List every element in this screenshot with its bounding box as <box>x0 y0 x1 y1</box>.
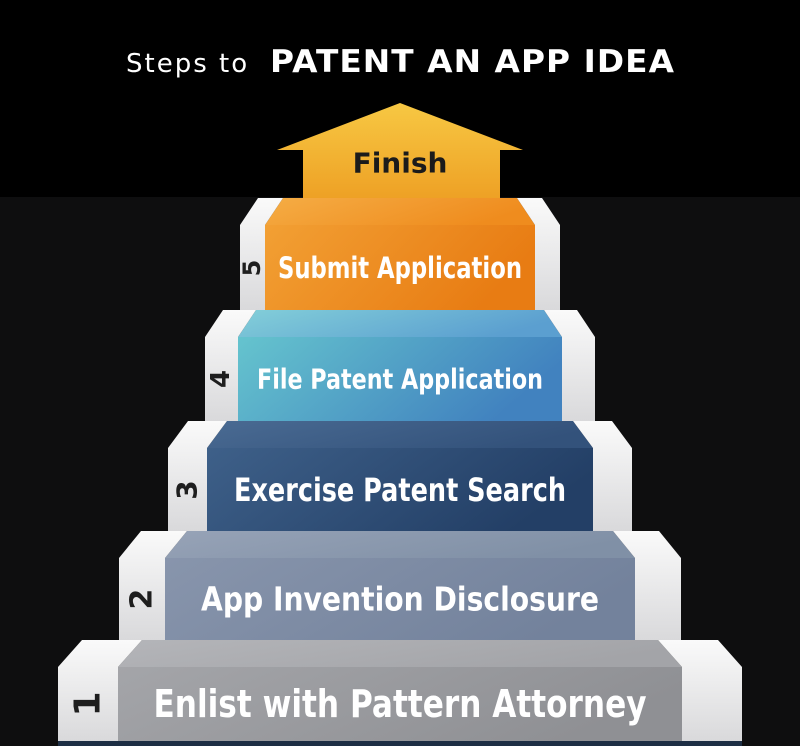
step-2-face <box>165 558 635 640</box>
step-4-tread <box>238 310 562 337</box>
step-2: 2 App Invention Disclosure <box>119 531 681 640</box>
step-1-right-panel <box>658 640 742 741</box>
step-4-right-panel <box>544 310 595 421</box>
step-2-right-panel <box>613 531 681 640</box>
finish-arrow: Finish <box>277 103 523 198</box>
step-3: 3 Exercise Patent Search <box>168 421 632 531</box>
step-3-tread <box>207 421 593 448</box>
up-arrow-icon <box>277 103 523 198</box>
step-1-tread <box>118 640 682 667</box>
base-strip <box>58 741 742 746</box>
step-4-face <box>238 337 562 421</box>
step-5-right-panel <box>517 198 560 310</box>
step-5-tread <box>265 198 535 225</box>
step-1-face <box>118 667 682 741</box>
step-3-right-panel <box>573 421 632 531</box>
step-2-left-panel <box>119 531 187 640</box>
page-title: Steps to PATENT AN APP IDEA <box>126 44 675 80</box>
step-4: 4 File Patent Application <box>205 310 595 421</box>
step-4-left-panel <box>205 310 256 421</box>
step-4-label: File Patent Application <box>257 363 543 396</box>
step-4-number: 4 <box>206 370 236 388</box>
step-1: 1 Enlist with Pattern Attorney <box>58 640 742 741</box>
step-1-left-panel <box>58 640 142 741</box>
step-2-label: App Invention Disclosure <box>201 580 599 619</box>
step-5: 5 Submit Application <box>238 198 560 310</box>
step-2-tread <box>165 531 635 558</box>
step-5-left-panel <box>240 198 283 310</box>
step-5-face <box>265 225 535 310</box>
step-5-number: 5 <box>238 260 266 277</box>
finish-label: Finish <box>353 147 448 180</box>
step-1-label: Enlist with Pattern Attorney <box>154 682 647 726</box>
step-3-left-panel <box>168 421 227 531</box>
step-3-face <box>207 448 593 531</box>
step-2-number: 2 <box>125 589 160 610</box>
step-3-number: 3 <box>171 480 204 499</box>
page-title-bold: PATENT AN APP IDEA <box>270 44 675 80</box>
step-3-label: Exercise Patent Search <box>234 471 566 509</box>
step-5-label: Submit Application <box>278 251 522 285</box>
step-1-number: 1 <box>68 691 109 716</box>
page-title-light: Steps to <box>126 49 249 79</box>
